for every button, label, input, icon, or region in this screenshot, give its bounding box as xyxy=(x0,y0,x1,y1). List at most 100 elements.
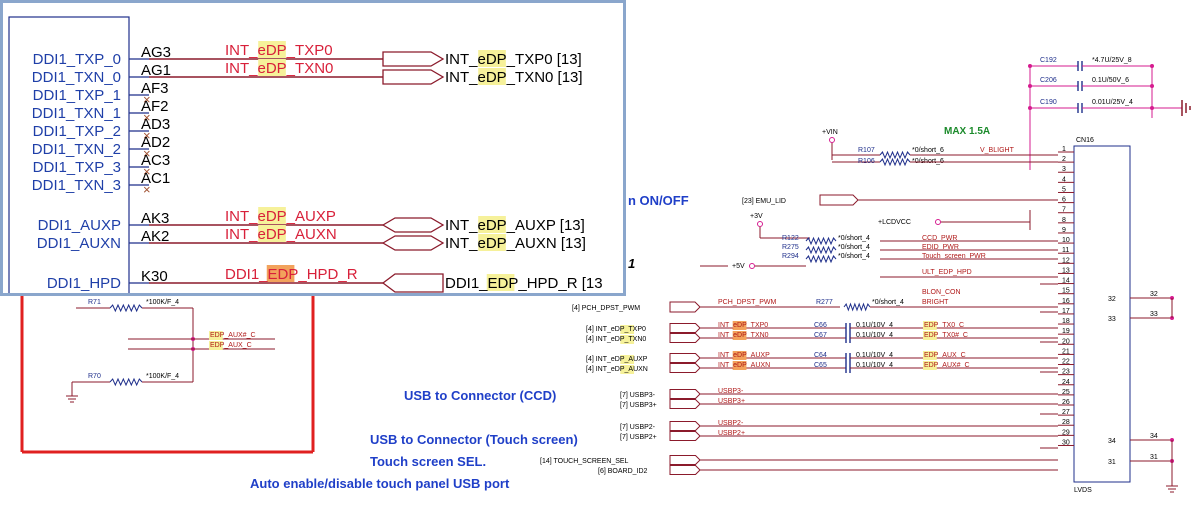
res-value-0: *0/short_4 xyxy=(838,235,870,242)
board-id-offpage xyxy=(669,465,701,475)
highlight xyxy=(923,351,937,360)
highlight xyxy=(258,59,286,76)
r107-ref: R107 xyxy=(858,147,875,154)
chip-ball-5: AD2 xyxy=(141,134,170,151)
res-ref-2: R294 xyxy=(782,253,799,260)
r106-ref: R106 xyxy=(858,158,875,165)
zoom-out-label-10: DDI1_EDP_HPD_R [13 xyxy=(445,275,603,292)
usb-in-label-3: [7] USBP2+ xyxy=(620,434,657,441)
lcdvcc-terminal xyxy=(935,219,941,225)
highlight xyxy=(620,355,635,364)
pch-dpst-label: [4] PCH_DPST_PWM xyxy=(572,305,640,312)
zoom-out-label-9: INT_eDP_AUXN [13] xyxy=(445,235,586,252)
zoom-out-label-0: INT_eDP_TXP0 [13] xyxy=(445,51,582,68)
cap-value-2: 0.01U/25V_4 xyxy=(1092,99,1133,106)
touch-sel-label: [14] TOUCH_SCREEN_SEL xyxy=(540,458,629,465)
connector-side-pin-33: 33 xyxy=(1108,316,1116,323)
edp-cap-ref-0: C66 xyxy=(814,322,827,329)
edp-out-net-1: EDP_TX0#_C xyxy=(924,332,968,339)
usb-net-2: USBP2- xyxy=(718,420,744,427)
usb-in-label-0: [7] USBP3- xyxy=(620,392,656,399)
edp-net-2: INT_eDP_AUXP xyxy=(718,352,770,359)
no-connect-icon: × xyxy=(143,164,151,179)
connector-pin-30: 30 xyxy=(1062,439,1070,446)
r277-resistor xyxy=(843,302,871,312)
note-auto: Auto enable/disable touch panel USB port xyxy=(250,476,510,491)
highlight xyxy=(620,365,635,374)
chip-pin-name-0: DDI1_TXP_0 xyxy=(33,51,121,68)
chip-pin-name-3: DDI1_TXN_1 xyxy=(32,105,121,122)
connector-name: CN16 xyxy=(1076,137,1094,144)
chip-pin-name-4: DDI1_TXP_2 xyxy=(33,123,121,140)
connector-pin-4: 4 xyxy=(1062,176,1066,183)
res-ref-0: R122 xyxy=(782,235,799,242)
junction-dot xyxy=(1028,64,1032,68)
highlight xyxy=(923,361,937,370)
connector-side-net-33: 33 xyxy=(1150,311,1158,318)
usb-offpage-0 xyxy=(669,389,701,399)
edp-offpage-3 xyxy=(669,363,701,373)
r277-value: *0/short_4 xyxy=(872,299,904,306)
chip-pin-name-2: DDI1_TXP_1 xyxy=(33,87,121,104)
zoom-offpage-connector xyxy=(381,235,445,251)
connector-type: LVDS xyxy=(1074,487,1092,494)
connector-pin-21: 21 xyxy=(1062,348,1070,355)
res-r294 xyxy=(805,254,837,264)
highlight xyxy=(209,341,223,350)
highlight xyxy=(266,265,295,282)
edp-offpage-0 xyxy=(669,323,701,333)
connector-side-net-31: 31 xyxy=(1150,454,1158,461)
zoom-net-8: INT_eDP_AUXP xyxy=(225,208,336,225)
edp-cap-ref-1: C67 xyxy=(814,332,827,339)
connector-pin-19: 19 xyxy=(1062,328,1070,335)
pch-dpst-net: PCH_DPST_PWM xyxy=(718,299,777,306)
connector-pin-9: 9 xyxy=(1062,227,1066,234)
edp-cap-value-2: 0.1U/10V_4 xyxy=(856,352,893,359)
edp-out-net-2: EDP_AUX_C xyxy=(924,352,966,359)
chip-pin-name-8: DDI1_AUXP xyxy=(38,217,121,234)
plus3v-terminal xyxy=(757,221,763,227)
vin-terminal xyxy=(829,137,835,143)
highlight xyxy=(620,325,635,334)
r277-ref: R277 xyxy=(816,299,833,306)
connector-pin-17: 17 xyxy=(1062,308,1070,315)
connector-pin-29: 29 xyxy=(1062,429,1070,436)
cap-value-1: 0.1U/50V_6 xyxy=(1092,77,1129,84)
emu-lid-connector xyxy=(819,194,859,206)
edp-offpage-1 xyxy=(669,333,701,343)
ult-edp-hpd-net: ULT_EDP_HPD xyxy=(922,269,972,276)
edp-in-label-0: [4] INT_eDP_TXP0 xyxy=(586,326,646,333)
connector-body xyxy=(1073,145,1131,483)
edp-cap-ref-3: C65 xyxy=(814,362,827,369)
connector-pin-13: 13 xyxy=(1062,267,1070,274)
connector-pin-23: 23 xyxy=(1062,369,1070,376)
bright-net: BRIGHT xyxy=(922,299,949,306)
connector-pin-6: 6 xyxy=(1062,197,1066,204)
pch-offpage xyxy=(669,301,701,313)
touch-sel-offpage xyxy=(669,455,701,465)
usb-net-3: USBP2+ xyxy=(718,430,745,437)
connector-pin-1: 1 xyxy=(1062,146,1066,153)
edp-cap-ref-2: C64 xyxy=(814,352,827,359)
edp-net-3: INT_eDP_AUXN xyxy=(718,362,770,369)
res-r122 xyxy=(805,236,837,246)
connector-side-pin-34: 34 xyxy=(1108,438,1116,445)
junction-dot xyxy=(1028,106,1032,110)
chip-ball-4: AD3 xyxy=(141,116,170,133)
r71-resistor xyxy=(109,303,143,313)
chip-ball-7: AC1 xyxy=(141,170,170,187)
highlight xyxy=(620,335,635,344)
chip-pin-name-9: DDI1_AUXN xyxy=(37,235,121,252)
r70-resistor xyxy=(109,377,143,387)
usb-in-label-1: [7] USBP3+ xyxy=(620,402,657,409)
connector-side-pin-32: 32 xyxy=(1108,296,1116,303)
edp-in-label-1: [4] INT_eDP_TXN0 xyxy=(586,336,646,343)
connector-pin-14: 14 xyxy=(1062,278,1070,285)
zoom-out-label-1: INT_eDP_TXN0 [13] xyxy=(445,69,583,86)
chip-pin-name-10: DDI1_HPD xyxy=(47,275,121,292)
zoom-net-9: INT_eDP_AUXN xyxy=(225,226,337,243)
connector-pin-8: 8 xyxy=(1062,217,1066,224)
chip-ball-1: AG1 xyxy=(141,62,171,79)
net-edp-aux-c: EDP_AUX_C xyxy=(210,342,252,349)
